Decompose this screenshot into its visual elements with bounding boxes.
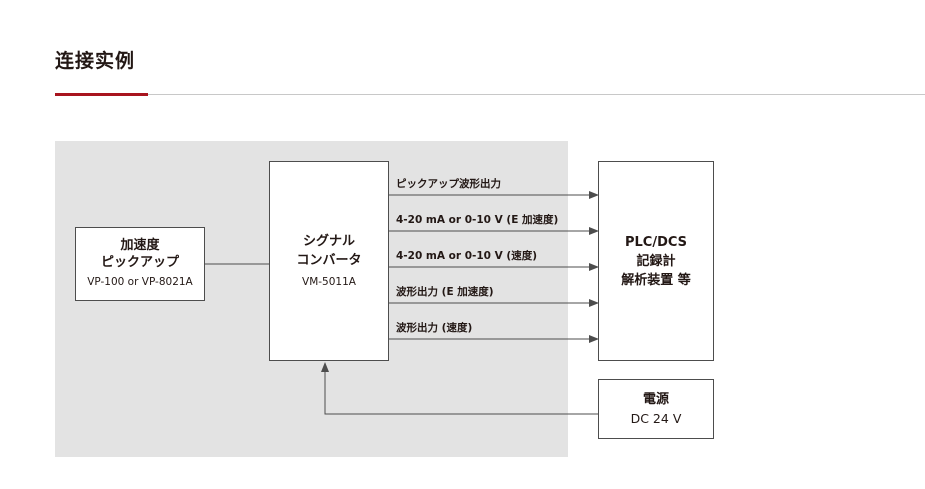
page-heading: 连接实例 <box>55 50 136 72</box>
signal-label-5: 波形出力 (速度) <box>396 322 473 334</box>
heading-accent-bar <box>55 93 148 96</box>
signal-label-3: 4-20 mA or 0-10 V (速度) <box>396 250 538 262</box>
power-supply-arrow <box>321 362 598 415</box>
sensor-label-1: 加速度 <box>120 238 160 253</box>
signal-converter-box: シグナル コンバータ VM-5011A <box>269 161 389 361</box>
heading-underline <box>55 94 925 95</box>
converter-model: VM-5011A <box>302 276 356 288</box>
plc-label-3: 解析装置 等 <box>621 272 691 288</box>
sensor-model: VP-100 or VP-8021A <box>87 276 193 288</box>
power-supply-box: 電源 DC 24 V <box>598 379 714 439</box>
plc-dcs-box: PLC/DCS 記録計 解析装置 等 <box>598 161 714 361</box>
converter-label-1: シグナル <box>302 234 355 249</box>
plc-label-1: PLC/DCS <box>624 234 688 250</box>
signal-label-4: 波形出力 (E 加速度) <box>396 286 494 298</box>
signal-label-1: ピックアップ波形出力 <box>396 178 501 190</box>
accelerometer-pickup-box: 加速度 ピックアップ VP-100 or VP-8021A <box>75 227 205 301</box>
converter-label-2: コンバータ <box>296 253 362 268</box>
power-label: 電源 <box>642 392 669 407</box>
signal-label-2: 4-20 mA or 0-10 V (E 加速度) <box>396 214 559 226</box>
plc-label-2: 記録計 <box>636 253 676 269</box>
sensor-label-2: ピックアップ <box>100 255 179 270</box>
power-voltage: DC 24 V <box>630 411 682 426</box>
